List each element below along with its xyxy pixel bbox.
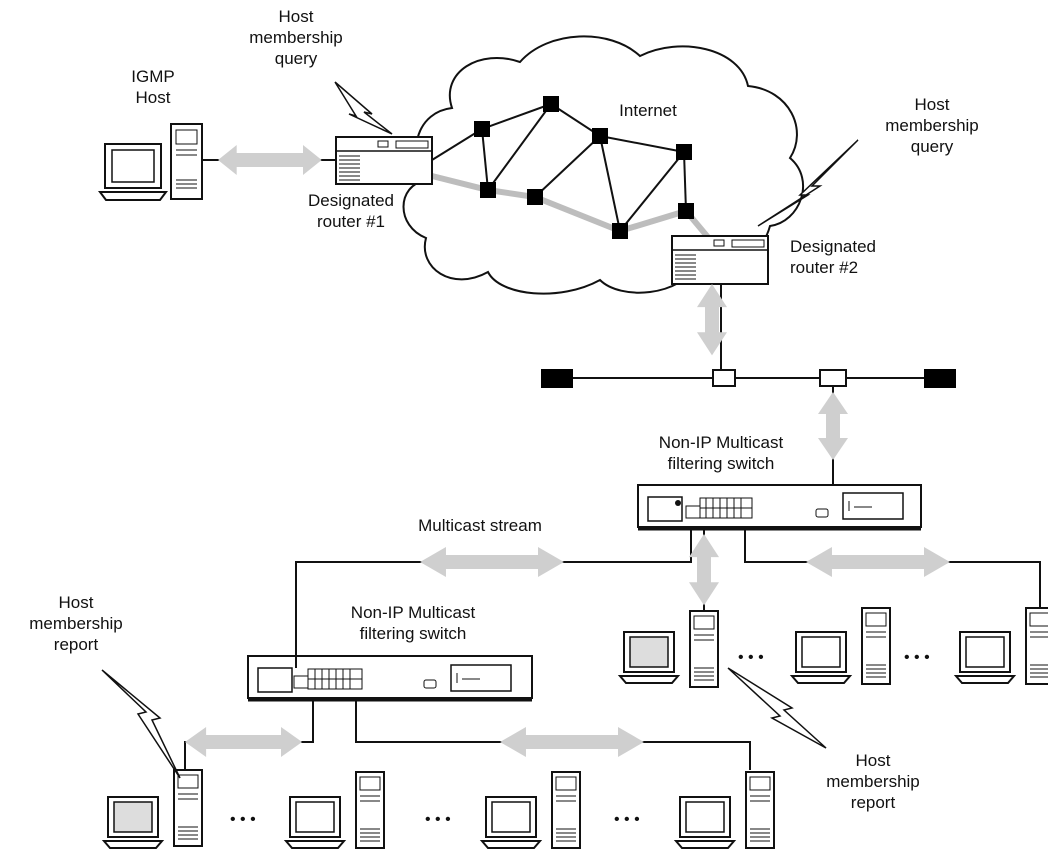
lan-bus — [541, 369, 956, 388]
query-label-2: Host membership query — [885, 95, 979, 156]
lightning-query-2 — [757, 139, 859, 227]
internet-node — [676, 144, 692, 160]
report-label-left: Host membership report — [29, 593, 123, 654]
ellipsis: • • • — [738, 649, 764, 666]
internet-node — [480, 182, 496, 198]
double-arrow — [420, 547, 564, 577]
igmp-host-computer-icon — [98, 123, 203, 201]
workstation-icon — [673, 771, 775, 849]
lower-switch-links — [184, 698, 751, 770]
lightning-report-left — [101, 669, 181, 779]
internet-node — [592, 128, 608, 144]
double-arrow — [185, 727, 303, 757]
lightning-query-1 — [334, 81, 393, 135]
internet-node — [527, 189, 543, 205]
lower-host-computers — [101, 769, 775, 849]
multicast-stream-label: Multicast stream — [418, 516, 542, 535]
internet-nodes — [474, 96, 694, 239]
workstation-icon — [617, 610, 719, 688]
internet-node — [678, 203, 694, 219]
router-2-label: Designated router #2 — [790, 237, 877, 277]
internet-node — [474, 121, 490, 137]
lightning-report-right — [727, 667, 827, 749]
ellipsis: • • • — [904, 649, 930, 666]
double-arrow — [218, 145, 322, 175]
report-label-right: Host membership report — [826, 751, 920, 812]
workstation-icon — [789, 607, 891, 685]
internet-node — [543, 96, 559, 112]
workstation-icon — [283, 771, 385, 849]
ellipsis: • • • — [614, 811, 640, 828]
igmp-host-label: IGMP Host — [131, 67, 175, 107]
router-1-label: Designated router #1 — [307, 191, 394, 231]
lower-switch-label: Non-IP Multicast filtering switch — [350, 603, 476, 643]
workstation-icon — [101, 769, 203, 849]
double-arrow — [697, 284, 727, 356]
lower-switch-icon — [247, 655, 533, 702]
double-arrow — [818, 392, 848, 460]
double-arrow — [689, 534, 719, 606]
internet-links — [431, 103, 687, 232]
ellipsis: • • • — [230, 811, 256, 828]
workstation-icon — [479, 771, 581, 849]
upper-switch-label: Non-IP Multicast filtering switch — [658, 433, 784, 473]
double-arrow — [806, 547, 950, 577]
double-arrow — [500, 727, 644, 757]
ellipsis: • • • — [425, 811, 451, 828]
designated-router-2-icon — [671, 235, 769, 285]
upper-host-computers — [617, 607, 1048, 688]
workstation-icon — [953, 607, 1048, 685]
designated-router-1-icon — [335, 136, 433, 185]
internet-node — [612, 223, 628, 239]
internet-label: Internet — [619, 101, 677, 120]
query-label-1: Host membership query — [249, 7, 343, 68]
upper-switch-icon — [637, 484, 922, 531]
